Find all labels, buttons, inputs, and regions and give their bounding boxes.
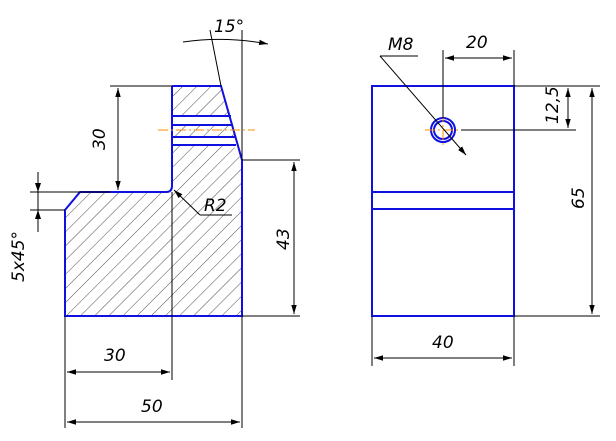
angle-arc: [182, 38, 269, 46]
chamfer-arrow-top: [35, 183, 41, 192]
dim65-label: 65: [569, 187, 589, 209]
radius-label: R2: [204, 196, 227, 216]
angle-label: 15°: [214, 17, 244, 37]
dim50-label: 50: [141, 397, 163, 417]
dim30-vertical-label: 30: [90, 128, 110, 150]
radius-leader: [173, 189, 201, 216]
thread-label: M8: [388, 35, 414, 55]
chamfer-arrow-bottom: [35, 210, 41, 219]
dim20-label: 20: [466, 33, 488, 53]
section-hatch-top: [172, 86, 230, 116]
dim125-label: 12,5: [543, 86, 563, 124]
front-section-view: 15° 30 R2 43 5x45° 30 50: [9, 17, 300, 428]
dim40-label: 40: [432, 333, 454, 353]
section-hatch-mid: [172, 125, 236, 137]
dim30-horizontal-label: 30: [104, 346, 126, 366]
section-hatch-main: [65, 145, 242, 316]
chamfer-label: 5x45°: [9, 231, 29, 282]
thread-leader: [379, 55, 467, 156]
dim43-label: 43: [274, 228, 294, 250]
side-view: M8 20 12,5 65 40: [371, 33, 600, 366]
angle-ext-slant: [209, 29, 222, 87]
